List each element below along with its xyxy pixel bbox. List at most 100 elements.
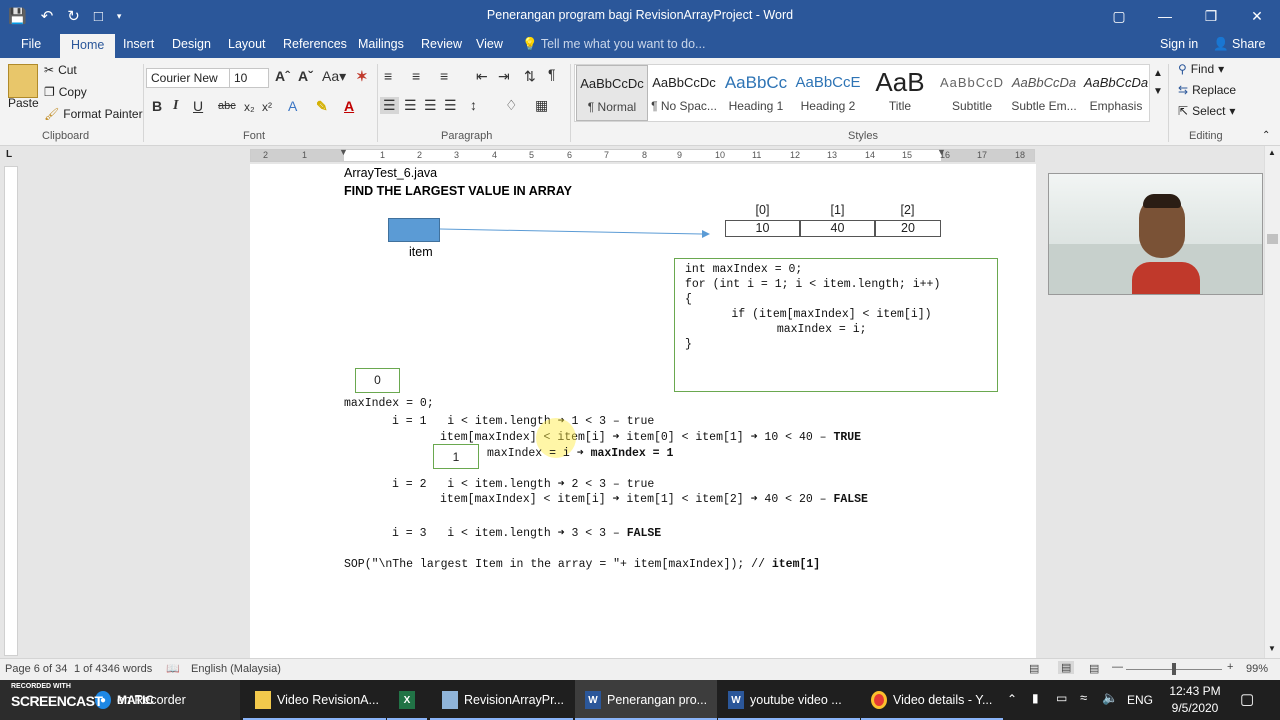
highlight-icon[interactable]: ✎ [316, 98, 328, 114]
clear-formatting-icon[interactable]: ✶ [356, 68, 368, 84]
clock-date[interactable]: 9/5/2020 [1171, 701, 1219, 715]
zoom-in-icon[interactable]: + [1227, 661, 1234, 673]
justify-icon[interactable]: ☰ [444, 97, 457, 113]
restore-button[interactable]: ❐ [1204, 7, 1218, 24]
increase-indent-icon[interactable]: ⇥ [498, 68, 510, 84]
volume-icon[interactable]: 🔈 [1102, 690, 1119, 705]
taskbar-item-ide[interactable]: RevisionArrayPr... [430, 680, 573, 720]
taskbar-item-recorder[interactable]: ● en Recorder [0, 680, 240, 720]
find-button[interactable]: ⚲Find ▾ [1178, 62, 1225, 76]
borders-icon[interactable]: ▦ [535, 97, 549, 113]
close-button[interactable]: ✕ [1251, 7, 1263, 24]
select-button[interactable]: ⇱Select ▾ [1178, 104, 1236, 118]
italic-button[interactable]: I [173, 98, 179, 113]
new-document-icon[interactable]: □ [93, 7, 103, 25]
zoom-level[interactable]: 99% [1246, 663, 1269, 675]
subscript-button[interactable]: x₂ [244, 100, 255, 114]
undo-icon[interactable]: ↶ [40, 8, 54, 25]
font-size-select[interactable]: 10 [229, 68, 269, 88]
save-icon[interactable]: 💾 [8, 8, 27, 25]
ribbon-display-options-icon[interactable]: ▢ [1112, 7, 1126, 24]
paste-button[interactable]: Paste [8, 96, 39, 110]
grow-font-icon[interactable]: Aˆ [275, 68, 290, 84]
tab-insert[interactable]: Insert [123, 37, 155, 51]
line-spacing-icon[interactable]: ↕ [470, 97, 477, 113]
numbering-icon[interactable]: ≡ [412, 68, 421, 84]
document-page[interactable] [250, 164, 1036, 658]
format-painter-button[interactable]: 🖌Format Painter [44, 107, 143, 121]
taskbar-item-chrome[interactable]: Video details - Y... [861, 680, 1003, 720]
text-effects-icon[interactable]: A [288, 98, 298, 114]
tab-design[interactable]: Design [172, 37, 211, 51]
tab-view[interactable]: View [476, 37, 503, 51]
minimize-button[interactable]: — [1158, 8, 1172, 24]
tab-selector-icon[interactable]: L [6, 149, 13, 160]
right-indent-marker-icon[interactable]: ▼ [937, 147, 946, 157]
paste-icon[interactable] [8, 64, 38, 98]
usb-icon[interactable]: ▮ [1032, 691, 1039, 705]
taskbar-item-explorer[interactable]: Video RevisionA... [243, 680, 386, 720]
align-center-icon[interactable]: ☰ [404, 97, 417, 113]
language-indicator[interactable]: English (Malaysia) [191, 663, 281, 675]
tab-references[interactable]: References [283, 37, 347, 51]
print-layout-icon[interactable]: ▤ [1058, 661, 1075, 674]
sign-in-link[interactable]: Sign in [1160, 37, 1199, 51]
read-mode-icon[interactable]: ▤ [1029, 663, 1040, 675]
bullets-icon[interactable]: ≡ [384, 68, 393, 84]
scroll-thumb[interactable] [1267, 234, 1278, 244]
web-layout-icon[interactable]: ▤ [1089, 663, 1100, 675]
align-right-icon[interactable]: ☰ [424, 97, 437, 113]
tray-chevron-icon[interactable]: ⌃ [1007, 692, 1018, 706]
strikethrough-button[interactable]: abc [218, 100, 236, 112]
tab-home[interactable]: Home [60, 34, 116, 58]
multilevel-list-icon[interactable]: ≡ [440, 68, 449, 84]
underline-button[interactable]: U [193, 98, 204, 114]
sort-icon[interactable]: ⇅ [524, 68, 536, 84]
font-color-icon[interactable]: A [344, 98, 355, 114]
scroll-down-icon[interactable]: ▼ [1268, 644, 1276, 653]
styles-scroll-down-icon[interactable]: ▼ [1153, 86, 1163, 97]
shrink-font-icon[interactable]: Aˇ [298, 68, 313, 84]
share-button[interactable]: 👤 Share [1213, 37, 1266, 51]
notifications-icon[interactable]: ▢ [1240, 691, 1255, 708]
taskbar-item-excel[interactable]: X [387, 680, 427, 720]
shading-icon[interactable]: ♢ [505, 97, 518, 113]
indent-marker-icon[interactable]: ▼ [339, 147, 348, 157]
tab-mailings[interactable]: Mailings [358, 37, 404, 51]
zoom-slider-thumb[interactable] [1172, 663, 1176, 675]
customize-qat-icon[interactable]: ▾ [116, 10, 122, 21]
font-name-select[interactable]: Courier New [146, 68, 230, 88]
collapse-ribbon-icon[interactable]: ⌃ [1262, 130, 1271, 141]
clock-time[interactable]: 12:43 PM [1169, 684, 1221, 698]
battery-icon[interactable]: ▭ [1056, 691, 1068, 705]
ruler-bar[interactable]: 2 1 1 2 3 4 5 6 7 8 9 10 11 12 13 14 15 … [250, 147, 1035, 162]
word-count[interactable]: 1 of 4346 words [74, 663, 153, 675]
bold-button[interactable]: B [152, 98, 163, 114]
styles-scroll-up-icon[interactable]: ▲ [1153, 68, 1163, 79]
redo-icon[interactable]: ↻ [67, 8, 80, 25]
vertical-scrollbar[interactable]: ▲ ▼ [1264, 146, 1280, 658]
scroll-up-icon[interactable]: ▲ [1268, 148, 1276, 157]
style-normal[interactable]: AaBbCcDc¶ Normal [576, 65, 648, 121]
style-no-spacing[interactable]: AaBbCcDc¶ No Spac... [648, 65, 720, 121]
tab-review[interactable]: Review [421, 37, 462, 51]
proofing-icon[interactable]: 📖 [166, 663, 180, 675]
cut-button[interactable]: ✂Cut [44, 63, 77, 77]
align-left-icon[interactable]: ☰ [380, 97, 399, 114]
decrease-indent-icon[interactable]: ⇤ [476, 68, 488, 84]
change-case-icon[interactable]: Aa▾ [322, 68, 347, 84]
page-count[interactable]: Page 6 of 34 [5, 663, 68, 675]
wifi-icon[interactable]: ≈ [1080, 690, 1088, 705]
superscript-button[interactable]: x² [262, 100, 272, 114]
tell-me-search[interactable]: 💡 Tell me what you want to do... [522, 37, 706, 51]
tab-layout[interactable]: Layout [228, 37, 266, 51]
replace-button[interactable]: ⇆Replace [1178, 83, 1236, 97]
language-tray[interactable]: ENG [1127, 693, 1154, 707]
